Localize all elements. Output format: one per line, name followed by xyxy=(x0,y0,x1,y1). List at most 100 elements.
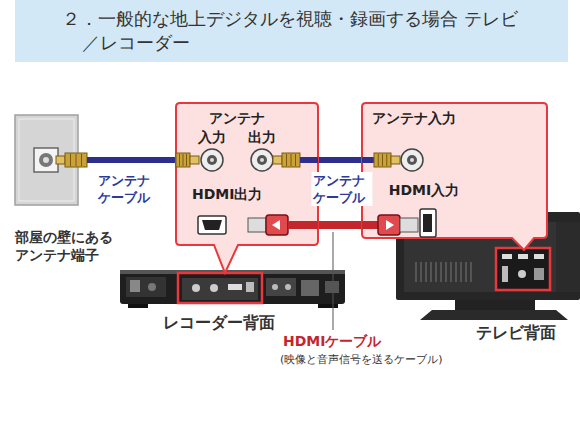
tv-port xyxy=(534,268,544,280)
callout-shape xyxy=(176,103,318,273)
cable xyxy=(78,157,176,163)
tv-vents xyxy=(412,262,472,282)
node-text: 部屋の壁にある アンテナ端子 xyxy=(15,228,121,264)
antenna-plug-tip xyxy=(190,156,199,164)
hdmi-plug-mark xyxy=(272,220,280,230)
recorder-jack xyxy=(285,284,291,290)
cable xyxy=(318,221,362,229)
plug-ridge xyxy=(186,154,187,166)
hdmi-cable-end xyxy=(288,221,318,229)
plug-ridge xyxy=(179,154,180,166)
antenna-jack-core xyxy=(407,155,417,165)
recorder-panel xyxy=(182,278,258,300)
hdmi-cable-end xyxy=(362,221,378,229)
antenna-jack xyxy=(201,149,223,171)
recorder-foot xyxy=(128,304,148,308)
plug-ridge xyxy=(76,154,77,166)
antenna-plug-tip xyxy=(273,156,282,164)
antenna-jack xyxy=(251,149,273,171)
callout-shape xyxy=(362,103,547,250)
wall-jack xyxy=(39,153,53,167)
plug-ridge xyxy=(378,154,379,166)
plug-ridge xyxy=(295,154,296,166)
recorder-port xyxy=(130,280,140,292)
plug-ridge xyxy=(81,154,82,166)
antenna-plug xyxy=(374,153,391,167)
antenna-plug xyxy=(282,153,300,167)
hdmi-port-socket xyxy=(423,214,432,232)
tv-port xyxy=(518,254,528,259)
recorder-foot xyxy=(318,304,338,308)
node-text: アンテナ入力 xyxy=(372,109,456,127)
tv-port xyxy=(502,254,512,259)
label-text: (映像と音声信号を送るケーブル) xyxy=(280,351,443,368)
plug-ridge xyxy=(286,154,287,166)
recorder-antenna-jack xyxy=(192,284,200,292)
title-text: ２．一般的な地上デジタルを視聴・録画する場合 テレビ／レコーダー xyxy=(62,7,522,55)
recorder-panel xyxy=(266,278,296,296)
recorder-jack xyxy=(272,284,278,290)
antenna-jack-core xyxy=(257,155,267,165)
tv-side xyxy=(556,222,580,292)
plug-ridge xyxy=(291,154,292,166)
highlight-frame xyxy=(496,248,550,290)
plug-ridge xyxy=(70,154,71,166)
hdmi-port xyxy=(420,209,436,237)
cable xyxy=(318,157,362,163)
node-text: HDMI出力 xyxy=(192,185,262,203)
antenna-plug xyxy=(65,153,87,167)
antenna-plug xyxy=(176,153,190,167)
node-text: HDMI入力 xyxy=(389,181,459,199)
tv-port xyxy=(534,254,544,259)
recorder-body xyxy=(120,270,345,304)
node-text: 出力 xyxy=(248,128,276,146)
tv-antenna-jack xyxy=(518,270,526,278)
wall-jack-frame xyxy=(34,148,58,172)
antenna-jack xyxy=(401,149,423,171)
node-shape xyxy=(15,115,78,205)
recorder-port xyxy=(301,280,319,296)
recorder-panel xyxy=(126,277,166,297)
antenna-cable-end xyxy=(362,157,374,163)
tv-stand-base xyxy=(420,310,568,320)
plug-ridge xyxy=(382,154,383,166)
plug-ridge xyxy=(386,154,387,166)
cable-label: アンテナ ケーブル xyxy=(311,172,372,206)
hdmi-plug-head xyxy=(400,218,418,232)
recorder-jack xyxy=(148,283,156,291)
tv-hdmi-port xyxy=(502,266,508,282)
recorder-antenna-jack xyxy=(210,284,218,292)
cable-label: アンテナ ケーブル xyxy=(96,172,157,206)
label-text: テレビ背面 xyxy=(476,324,556,341)
antenna-jack-pin xyxy=(410,158,414,162)
recorder-port xyxy=(325,281,339,293)
node-text: アンテナ xyxy=(209,109,265,127)
hdmi-plug-body xyxy=(266,215,288,235)
antenna-plug-tip xyxy=(391,156,400,164)
label-text: HDMIケーブル xyxy=(283,333,381,350)
node-box: アンテナ入力 出力 HDMI出力 xyxy=(176,103,318,245)
tv-port-panel xyxy=(496,248,550,290)
wall-jack-pin xyxy=(43,157,49,163)
leader-line xyxy=(333,232,334,330)
label-text: レコーダー背面 xyxy=(163,314,275,331)
recorder-hdmi-port xyxy=(228,284,242,290)
node-box: 部屋の壁にある アンテナ端子 xyxy=(15,115,78,205)
hdmi-plug-head xyxy=(248,218,266,232)
hdmi-port-socket xyxy=(202,220,222,230)
recorder-port xyxy=(246,282,254,292)
antenna-jack-pin xyxy=(260,158,264,162)
node-text: 入力 xyxy=(198,128,226,146)
node-box: アンテナ入力 HDMI入力 xyxy=(362,103,547,238)
antenna-jack-core xyxy=(207,155,217,165)
hdmi-port xyxy=(198,216,226,234)
plug-ridge xyxy=(183,154,184,166)
antenna-jack-pin xyxy=(210,158,214,162)
hdmi-plug-body xyxy=(378,215,400,235)
hdmi-plug-mark xyxy=(386,220,394,230)
antenna-plug-tip xyxy=(56,156,65,164)
highlight-frame xyxy=(178,273,262,303)
antenna-cable-end xyxy=(300,157,318,163)
antenna-cable-end xyxy=(87,157,93,163)
